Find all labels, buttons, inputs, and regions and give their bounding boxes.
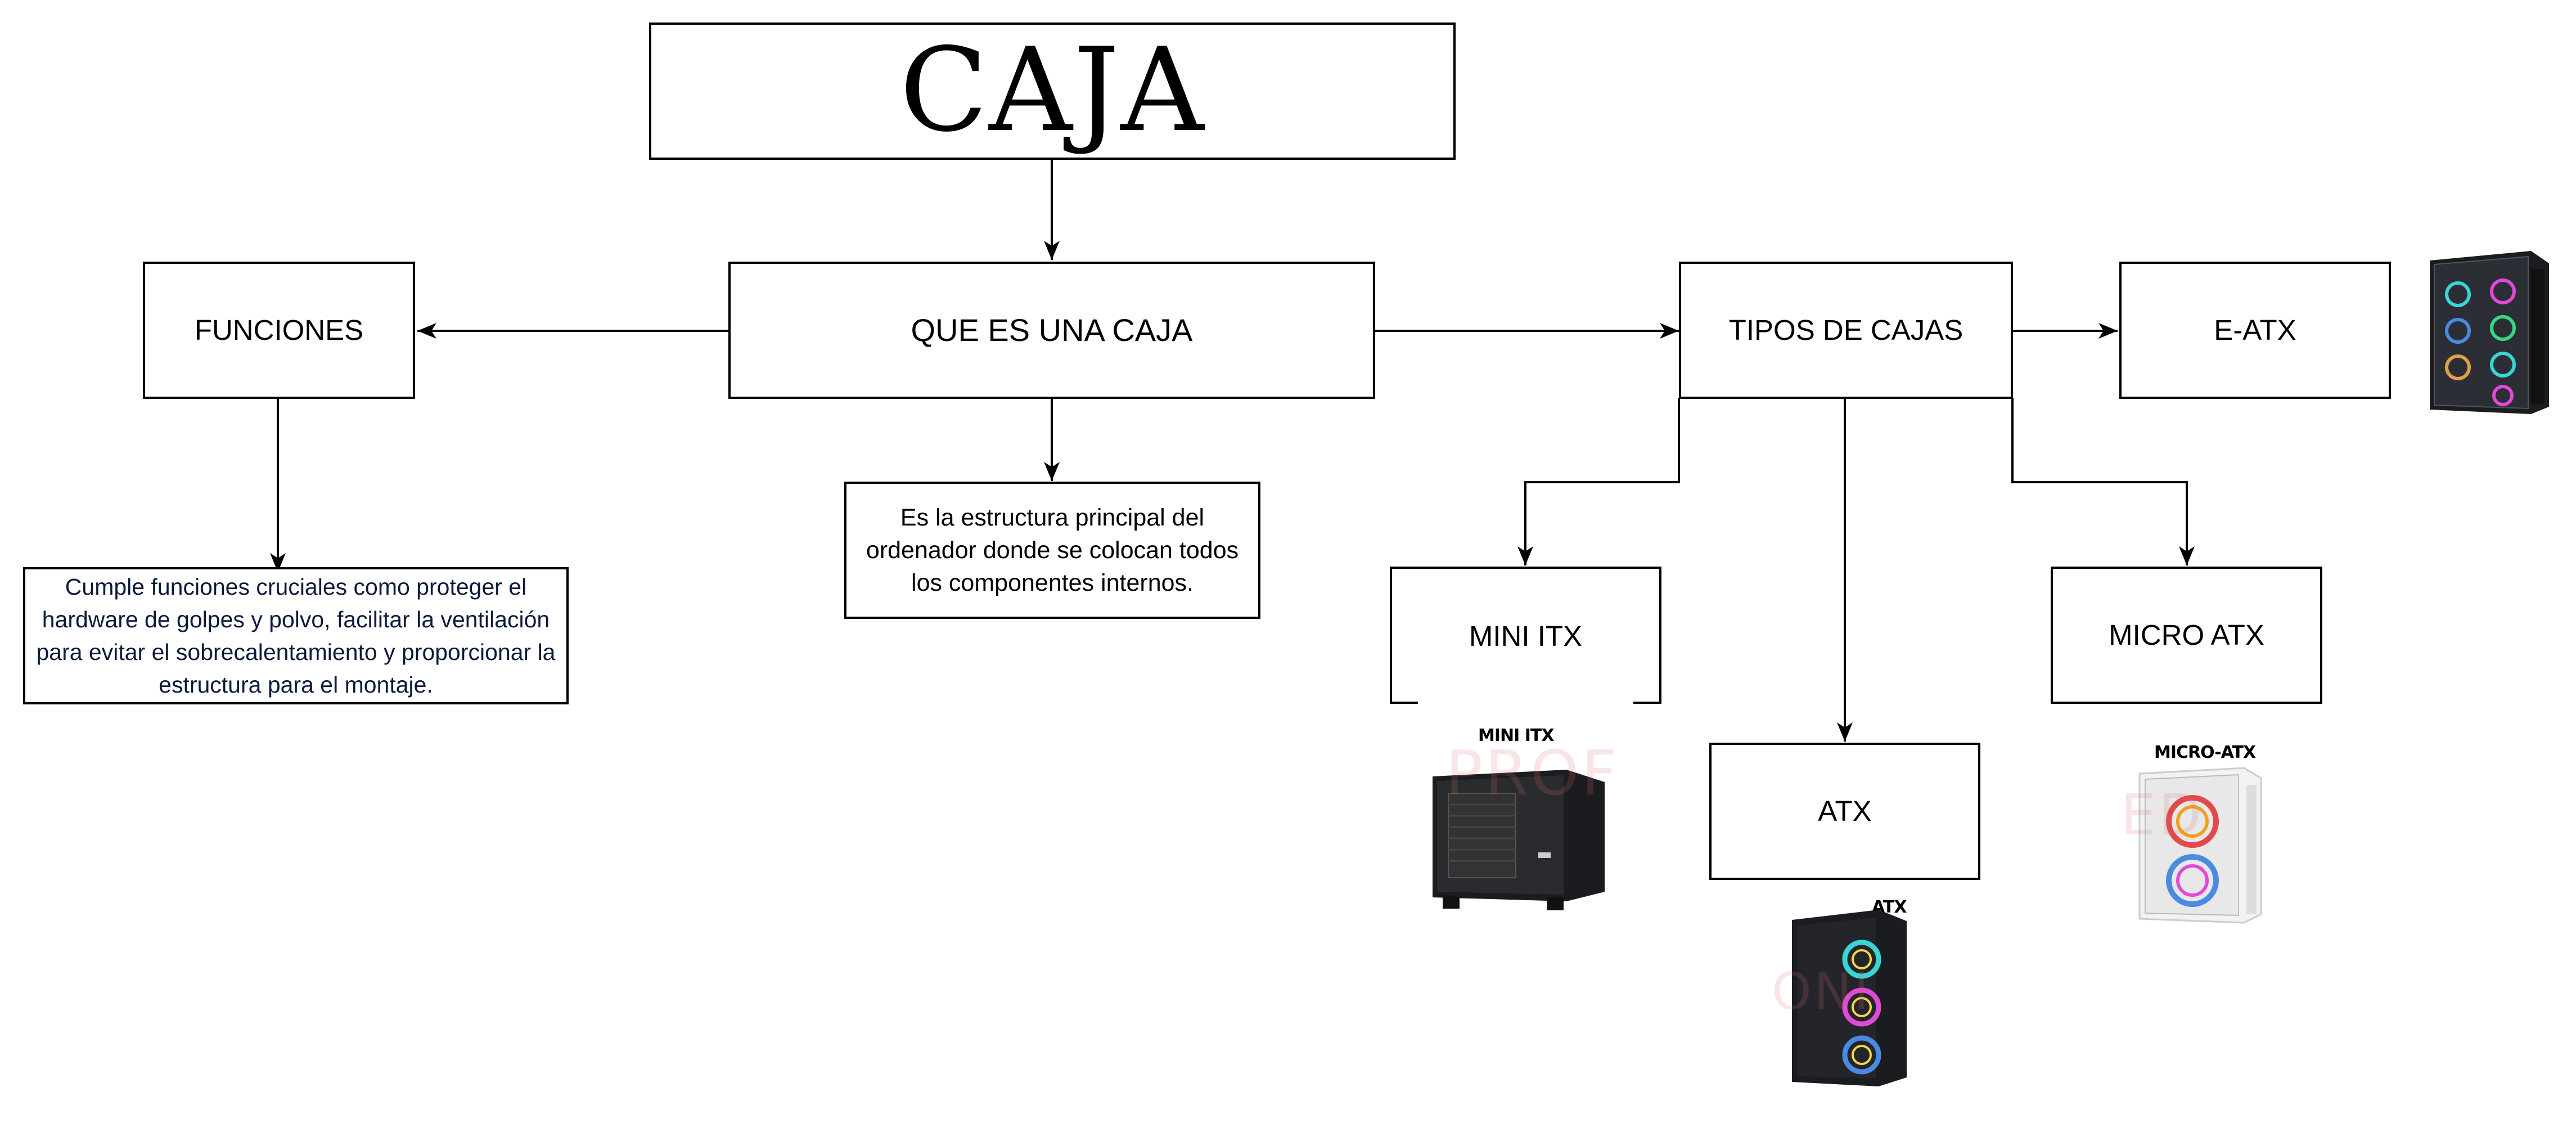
node-e-atx: E-ATX	[2119, 262, 2391, 399]
node-tipos-de-cajas: TIPOS DE CAJAS	[1679, 262, 2013, 399]
node-label: MINI ITX	[1469, 619, 1583, 652]
description-text: Cumple funciones cruciales como proteger…	[36, 574, 556, 698]
title-node: CAJA	[649, 23, 1456, 160]
description-que-es: Es la estructura principal del ordenador…	[844, 482, 1260, 619]
node-label: QUE ES UNA CAJA	[911, 312, 1193, 348]
mini-itx-bottom-left	[1390, 702, 1418, 704]
description-text: Es la estructura principal del ordenador…	[866, 504, 1239, 596]
micro-atx-image-label: MICRO-ATX	[2154, 743, 2256, 762]
mini-itx-image-label: MINI ITX	[1478, 726, 1554, 745]
mini-itx-case-icon	[1433, 770, 1605, 910]
edge-tipos-microatx	[2011, 398, 2195, 565]
node-label: FUNCIONES	[194, 313, 364, 346]
node-mini-itx: MINI ITX	[1390, 567, 1661, 704]
node-label: TIPOS DE CAJAS	[1728, 313, 1963, 346]
node-label: MICRO ATX	[2109, 618, 2264, 651]
mini-itx-bottom-right	[1633, 702, 1661, 704]
node-que-es-una-caja: QUE ES UNA CAJA	[728, 262, 1375, 399]
e-atx-case-icon	[2430, 251, 2549, 414]
node-label: ATX	[1818, 794, 1872, 827]
node-atx: ATX	[1709, 743, 1980, 880]
atx-case-icon	[1792, 910, 1907, 1086]
title-text: CAJA	[899, 24, 1205, 158]
edge-tipos-miniitx	[1517, 398, 1680, 565]
node-label: E-ATX	[2214, 313, 2296, 346]
mini-itx-watermark: PROF	[1445, 737, 1619, 809]
node-micro-atx: MICRO ATX	[2051, 567, 2322, 704]
description-funciones: Cumple funciones cruciales como proteger…	[23, 567, 569, 704]
node-funciones: FUNCIONES	[143, 262, 415, 399]
micro-atx-case-icon	[2138, 767, 2262, 924]
atx-watermark: ONI	[1772, 962, 1871, 1021]
micro-atx-watermark: ED	[2120, 782, 2204, 848]
